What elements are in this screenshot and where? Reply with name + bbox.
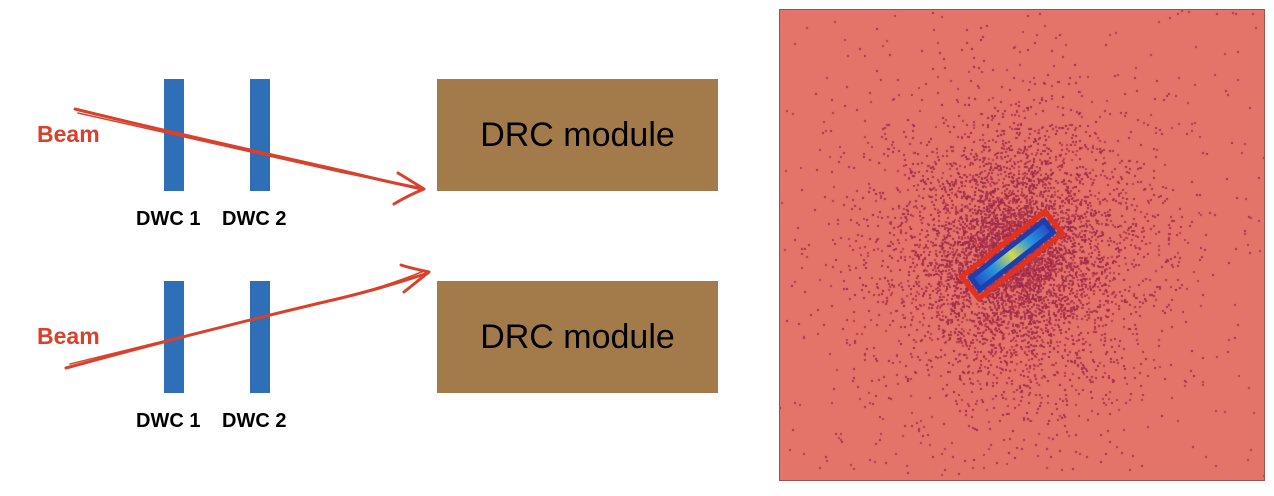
drc-module-top: DRC module xyxy=(437,79,718,191)
beam-arrow-top-line-2 xyxy=(77,112,423,191)
dwc2-label-top: DWC 2 xyxy=(222,208,287,230)
beam-arrow-bottom-head xyxy=(399,263,431,294)
drc-module-label-top: DRC module xyxy=(480,115,675,154)
beam-arrows xyxy=(64,107,431,370)
dwc1-label-top: DWC 1 xyxy=(136,208,201,230)
beam-label-bottom: Beam xyxy=(37,323,100,349)
beam-label-top: Beam xyxy=(37,121,100,147)
beam-arrow-bottom-line-2 xyxy=(69,270,425,365)
dwc2-chamber-bottom xyxy=(250,281,270,393)
hitmap-panel xyxy=(779,9,1265,481)
beam-arrow-top-head xyxy=(392,171,426,206)
beam-spot-core xyxy=(974,223,1050,287)
dwc2-chamber-top xyxy=(250,79,270,191)
dwc2-label-bottom: DWC 2 xyxy=(222,410,287,432)
dwc1-label-bottom: DWC 1 xyxy=(136,410,201,432)
beam-arrow-top-line xyxy=(73,107,422,190)
roi-rectangle xyxy=(958,207,1066,303)
roi-overlay xyxy=(958,207,1066,303)
dwc1-chamber-bottom xyxy=(164,281,184,393)
drc-module-bottom: DRC module xyxy=(437,281,718,393)
drc-module-label-bottom: DRC module xyxy=(480,317,675,356)
